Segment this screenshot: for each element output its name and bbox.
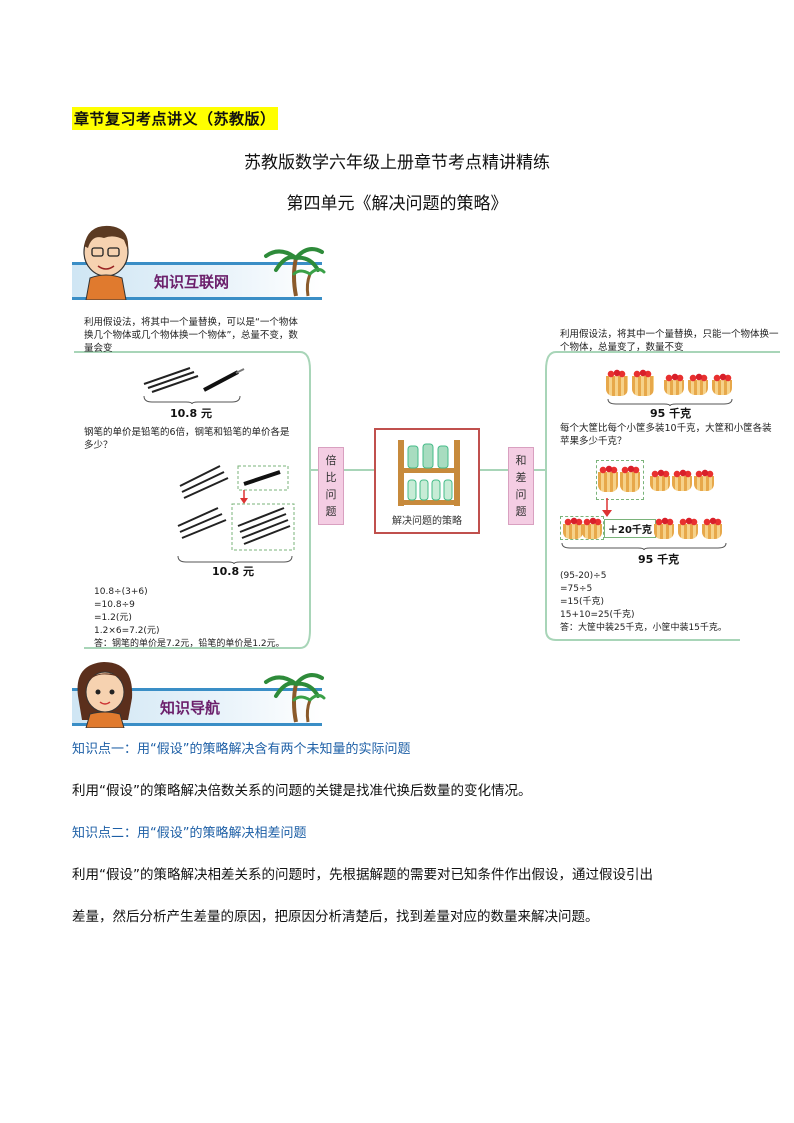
small-basket-icon bbox=[672, 476, 692, 491]
small-basket-icon bbox=[688, 380, 708, 395]
small-basket-icon bbox=[654, 524, 674, 539]
knowledge-point-1-body: 利用“假设”的策略解决倍数关系的问题的关键是找准代换后数量的变化情况。 bbox=[72, 779, 532, 799]
left-intro: 利用假设法，将其中一个量替换，可以是“一个物体换几个物体或几个物体换一个物体”，… bbox=[84, 316, 304, 355]
girl-avatar-icon bbox=[70, 656, 142, 728]
left-step: =10.8÷9 bbox=[94, 599, 285, 612]
knowledge-point-2-title: 知识点二：用“假设”的策略解决相差问题 bbox=[72, 822, 306, 841]
small-basket-icon bbox=[563, 524, 583, 539]
small-basket-icon bbox=[650, 476, 670, 491]
page-title: 苏教版数学六年级上册章节考点精讲精练 bbox=[0, 148, 794, 173]
big-basket-icon bbox=[598, 472, 618, 492]
small-basket-icon bbox=[702, 524, 722, 539]
banner-knowledge-net-label: 知识互联网 bbox=[154, 271, 229, 292]
center-node: 解决问题的策略 bbox=[374, 428, 480, 534]
right-step: =75÷5 bbox=[560, 583, 727, 596]
substitution-illustration bbox=[172, 456, 302, 561]
knowledge-point-2-body-line2: 差量，然后分析产生差量的原因，把原因分析清楚后，找到差量对应的数量来解决问题。 bbox=[72, 905, 599, 925]
branch-label-right: 和差问题 bbox=[515, 452, 527, 520]
bottle-shelf-icon bbox=[396, 436, 462, 508]
knowledge-point-2-body-line1: 利用“假设”的策略解决相差关系的问题时，先根据解题的需要对已知条件作出假设，通过… bbox=[72, 863, 653, 883]
banner-knowledge-nav-label: 知识导航 bbox=[160, 697, 220, 718]
left-step: 1.2×6=7.2(元) bbox=[94, 625, 285, 638]
small-basket-icon bbox=[694, 476, 714, 491]
right-step: (95-20)÷5 bbox=[560, 570, 727, 583]
teacher-avatar-icon bbox=[74, 222, 144, 300]
small-basket-icon bbox=[678, 524, 698, 539]
right-intro: 利用假设法，将其中一个量替换，只能一个物体换一个物体，总量变了，数量不变 bbox=[560, 328, 780, 354]
page-subtitle: 第四单元《解决问题的策略》 bbox=[0, 189, 794, 214]
branch-box-right: 和差问题 bbox=[508, 447, 534, 525]
right-question: 每个大筐比每个小筐多装10千克，大筐和小筐各装苹果多少千克？ bbox=[560, 422, 780, 448]
left-step: 10.8÷(3+6) bbox=[94, 586, 285, 599]
right-steps: (95-20)÷5 =75÷5 =15(千克) 15+10=25(千克) 答：大… bbox=[560, 570, 727, 635]
brace-icon-4 bbox=[560, 542, 730, 550]
left-steps: 10.8÷(3+6) =10.8÷9 =1.2(元) 1.2×6=7.2(元) … bbox=[94, 586, 285, 651]
right-step: 答：大筐中装25千克，小筐中装15千克。 bbox=[560, 622, 727, 635]
branch-label-left: 倍比问题 bbox=[325, 452, 337, 520]
pencils-pen-illustration bbox=[140, 362, 250, 398]
plus-weight-label: ＋20千克 bbox=[604, 519, 656, 538]
big-basket-icon bbox=[606, 376, 628, 396]
small-basket-icon bbox=[582, 524, 602, 539]
branch-box-left: 倍比问题 bbox=[318, 447, 344, 525]
left-step: =1.2(元) bbox=[94, 612, 285, 625]
left-price-1: 10.8 元 bbox=[170, 405, 212, 421]
small-basket-icon bbox=[664, 380, 684, 395]
right-weight-2: 95 千克 bbox=[638, 551, 679, 567]
small-basket-icon bbox=[712, 380, 732, 395]
knowledge-point-1-title: 知识点一：用“假设”的策略解决含有两个未知量的实际问题 bbox=[72, 738, 410, 757]
palm-tree-icon bbox=[262, 666, 326, 724]
right-step: =15(千克) bbox=[560, 596, 727, 609]
header-tag: 章节复习考点讲义（苏教版） bbox=[72, 107, 278, 130]
big-basket-icon bbox=[632, 376, 654, 396]
right-weight-1: 95 千克 bbox=[650, 405, 691, 421]
left-price-2: 10.8 元 bbox=[212, 563, 254, 579]
down-arrow-icon bbox=[600, 498, 614, 518]
left-step: 答：钢笔的单价是7.2元，铅笔的单价是1.2元。 bbox=[94, 638, 285, 651]
brace-icon bbox=[142, 394, 242, 404]
big-basket-icon bbox=[620, 472, 640, 492]
left-question: 钢笔的单价是铅笔的6倍，钢笔和铅笔的单价各是多少？ bbox=[84, 426, 299, 452]
center-label: 解决问题的策略 bbox=[376, 512, 478, 527]
palm-tree-icon bbox=[262, 240, 326, 298]
right-step: 15+10=25(千克) bbox=[560, 609, 727, 622]
